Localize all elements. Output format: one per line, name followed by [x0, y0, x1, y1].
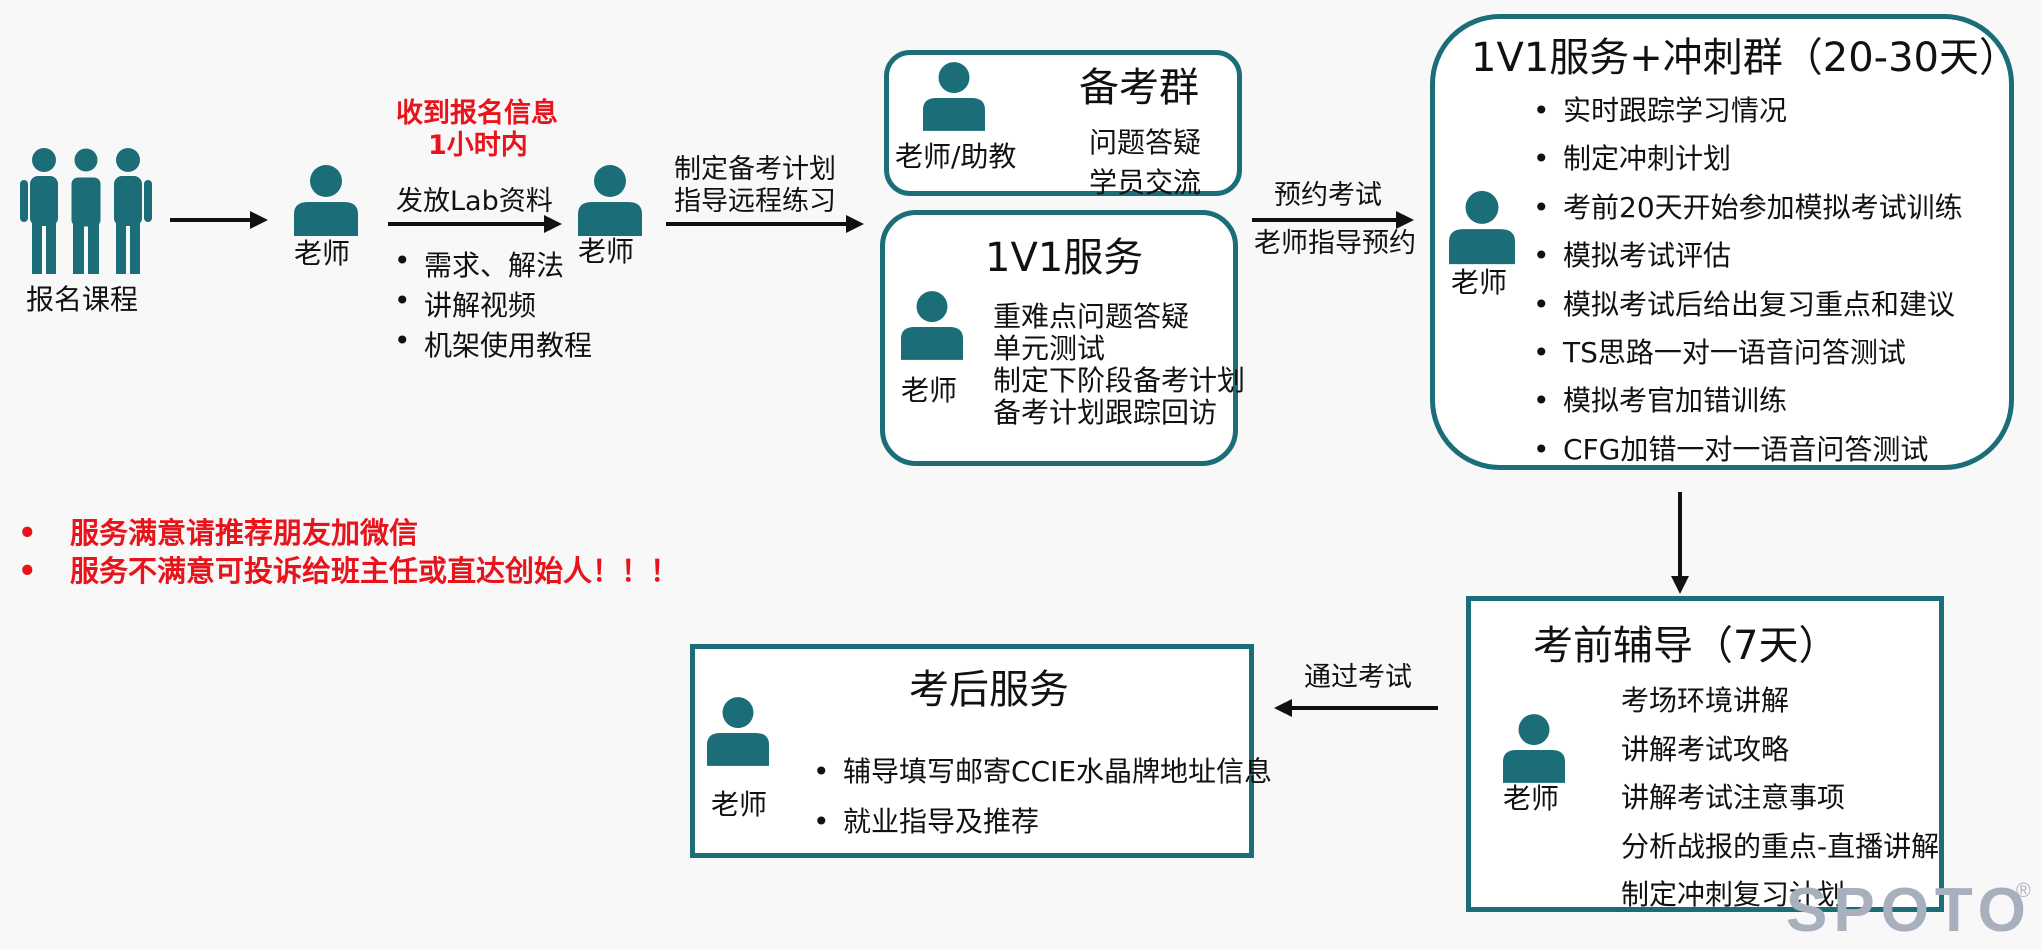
arrow-booking: [1252, 211, 1414, 229]
one-on-one-box: 1V1服务 老师 重难点问题答疑 单元测试 制定下阶段备考计划 备考计划跟踪回访: [880, 210, 1245, 466]
sprint-title: 1V1服务+冲刺群（20-30天）: [1471, 35, 2020, 81]
notice-item: 服务满意请推荐朋友加微信: [14, 514, 679, 552]
teacher-label: 老师: [294, 237, 351, 270]
send-item: 需求、解法: [390, 244, 592, 284]
one-on-one-title: 1V1服务: [985, 235, 1144, 281]
registered-mark: ®: [2016, 880, 2031, 902]
sprint-item: 模拟考官加错训练: [1529, 377, 1963, 426]
booking-line2: 老师指导预约: [1254, 228, 1416, 259]
send-items: 需求、解法 讲解视频 机架使用教程: [390, 244, 592, 364]
sprint-item: 实时跟踪学习情况: [1529, 87, 1963, 136]
post-exam-box: 考后服务 老师 辅导填写邮寄CCIE水晶牌地址信息 就业指导及推荐: [690, 644, 1272, 858]
sprint-item: TS思路一对一语音问答测试: [1529, 329, 1963, 378]
prep-group-items: 问题答疑 学员交流: [1089, 121, 1201, 201]
teacher-label: 老师: [1451, 266, 1508, 299]
one-on-one-items: 重难点问题答疑 单元测试 制定下阶段备考计划 备考计划跟踪回访: [993, 301, 1245, 429]
arrow-enroll-to-teacher: [170, 211, 268, 229]
prep-group-title: 备考群: [1079, 65, 1199, 111]
plan-line1: 制定备考计划: [674, 154, 836, 185]
person-icon: [707, 697, 769, 766]
pass-label: 通过考试: [1304, 662, 1412, 693]
arrow-pass: [1274, 699, 1438, 717]
post-exam-items: 辅导填写邮寄CCIE水晶牌地址信息 就业指导及推荐: [809, 747, 1272, 847]
post-exam-item: 辅导填写邮寄CCIE水晶牌地址信息: [809, 747, 1272, 797]
person-icon: [578, 165, 642, 236]
pre-exam-item: 制定冲刺复习计划: [1621, 878, 1846, 911]
arrow-sprint-to-pre-exam: [1671, 492, 1689, 594]
person-icon: [1503, 714, 1565, 783]
teacher-label: 老师: [711, 788, 768, 821]
prep-group-box: 老师/助教 备考群 问题答疑 学员交流: [884, 50, 1242, 199]
sprint-item: 考前20天开始参加模拟考试训练: [1529, 184, 1963, 233]
sprint-item: 模拟考试评估: [1529, 232, 1963, 281]
send-item: 讲解视频: [390, 284, 592, 324]
person-icon: [294, 165, 358, 236]
pre-exam-item: 讲解考试攻略: [1621, 732, 1790, 766]
pre-exam-item: 分析战报的重点-直播讲解: [1621, 829, 1940, 863]
send-item: 机架使用教程: [390, 324, 592, 364]
arrow-send: [388, 215, 562, 233]
prep-group-item: 学员交流: [1089, 166, 1202, 199]
pre-exam-box: 考前辅导（7天） 老师 考场环境讲解 讲解考试攻略 讲解考试注意事项 分析战报的…: [1466, 596, 1944, 912]
prep-group-item: 问题答疑: [1089, 126, 1202, 159]
one-on-one-item: 制定下阶段备考计划: [993, 364, 1246, 397]
prep-group-person: 老师/助教: [895, 140, 1017, 173]
received-line2: 1小时内: [428, 130, 528, 161]
booking-line1: 预约考试: [1274, 180, 1382, 211]
one-on-one-item: 单元测试: [993, 332, 1106, 365]
send-label: 发放Lab资料: [396, 186, 553, 217]
one-on-one-item: 备考计划跟踪回访: [993, 396, 1218, 429]
teacher-label: 老师: [578, 235, 635, 268]
sprint-box: 1V1服务+冲刺群（20-30天） 老师 实时跟踪学习情况 制定冲刺计划 考前2…: [1430, 14, 2019, 475]
person-icon: [923, 62, 985, 131]
post-exam-item: 就业指导及推荐: [809, 797, 1272, 847]
person-icon: [1449, 190, 1515, 265]
pre-exam-title: 考前辅导（7天）: [1533, 623, 1839, 669]
sprint-items: 实时跟踪学习情况 制定冲刺计划 考前20天开始参加模拟考试训练 模拟考试评估 模…: [1529, 87, 1963, 475]
plan-line2: 指导远程练习: [674, 186, 836, 217]
sprint-item: 模拟考试后给出复习重点和建议: [1529, 281, 1963, 330]
enroll-label: 报名课程: [26, 283, 139, 316]
group-person-icon: [20, 145, 152, 274]
pre-exam-item: 讲解考试注意事项: [1621, 781, 1846, 814]
post-exam-title: 考后服务: [909, 667, 1069, 713]
sprint-item: 制定冲刺计划: [1529, 135, 1963, 184]
one-on-one-item: 重难点问题答疑: [993, 300, 1190, 333]
received-line1: 收到报名信息: [396, 98, 558, 129]
person-icon: [901, 291, 963, 360]
arrow-plan: [666, 215, 864, 233]
pre-exam-items: 考场环境讲解 讲解考试攻略 讲解考试注意事项 分析战报的重点-直播讲解 制定冲刺…: [1621, 677, 1939, 920]
sprint-item: CFG加错一对一语音问答测试: [1529, 426, 1963, 475]
notice-item: 服务不满意可投诉给班主任或直达创始人！！！: [14, 552, 679, 590]
watermark-logo: SPOTO: [1786, 876, 2032, 945]
pre-exam-item: 考场环境讲解: [1621, 684, 1790, 717]
notice-list: 服务满意请推荐朋友加微信 服务不满意可投诉给班主任或直达创始人！！！: [14, 514, 679, 590]
teacher-label: 老师: [901, 374, 958, 407]
teacher-label: 老师: [1503, 782, 1560, 815]
